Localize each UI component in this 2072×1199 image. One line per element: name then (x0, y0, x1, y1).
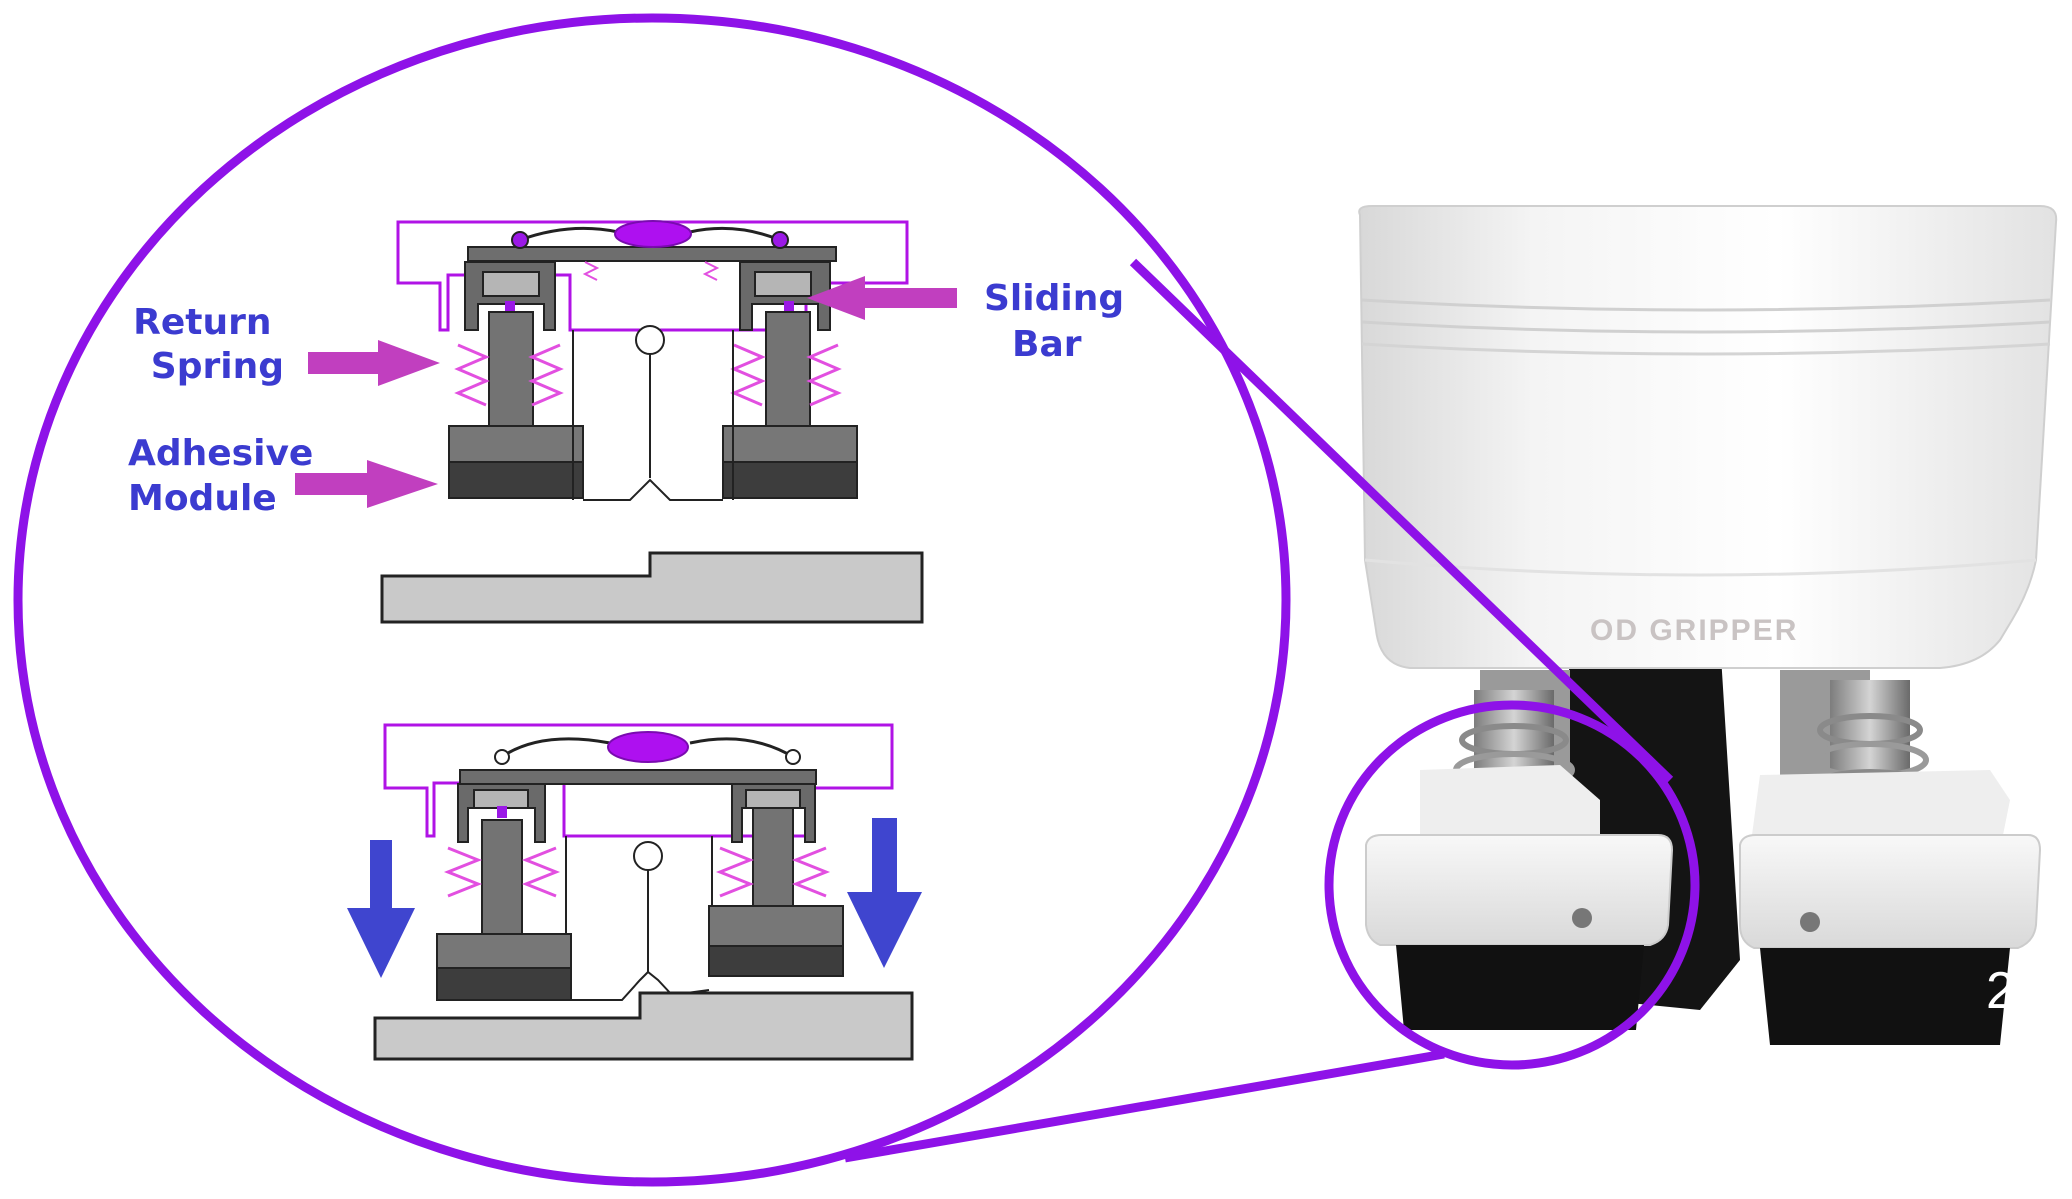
adhesive-module-line1: Adhesive (128, 433, 313, 474)
housing-engraving: OD GRIPPER (1590, 614, 1798, 647)
connector-bottom (844, 1049, 1445, 1163)
sliding-bar-label: Sliding Bar (984, 278, 1137, 365)
adhesive-module-line2: Module (128, 478, 277, 519)
sliding-bar-arrow-icon (807, 276, 957, 320)
source-circle (1324, 700, 1700, 1070)
zoom-circle (13, 13, 1291, 1187)
adhesive-module-label: Adhesive Module (128, 433, 326, 519)
actuator-ellipse-engaged (607, 731, 689, 763)
adhesive-module-arrow-icon (295, 460, 438, 508)
return-spring-line2: Spring (151, 346, 284, 387)
sliding-bar-line2: Bar (1012, 324, 1082, 365)
connector-top (1129, 258, 1674, 784)
surface-top (380, 551, 924, 624)
down-arrow-right-icon (847, 818, 922, 968)
right-foot: 2 (1739, 680, 2042, 1045)
photo-corner-text: 2 (1986, 962, 2015, 1020)
return-spring-arrow-icon (308, 340, 440, 386)
return-spring-line1: Return (133, 302, 271, 343)
left-foot (1365, 690, 1674, 1030)
surface-bottom (373, 991, 914, 1061)
down-arrow-left-icon (347, 840, 415, 978)
callout-arrows (295, 276, 957, 508)
gripper-photo: OD GRIPPER 2 (1358, 205, 2058, 1045)
schematic-engaged (347, 723, 922, 1061)
schematic-released (380, 220, 924, 624)
actuator-ellipse (614, 220, 692, 248)
magnifier (13, 13, 1700, 1187)
sliding-bar-line1: Sliding (984, 278, 1124, 319)
return-spring-label: Return Spring (133, 302, 284, 387)
